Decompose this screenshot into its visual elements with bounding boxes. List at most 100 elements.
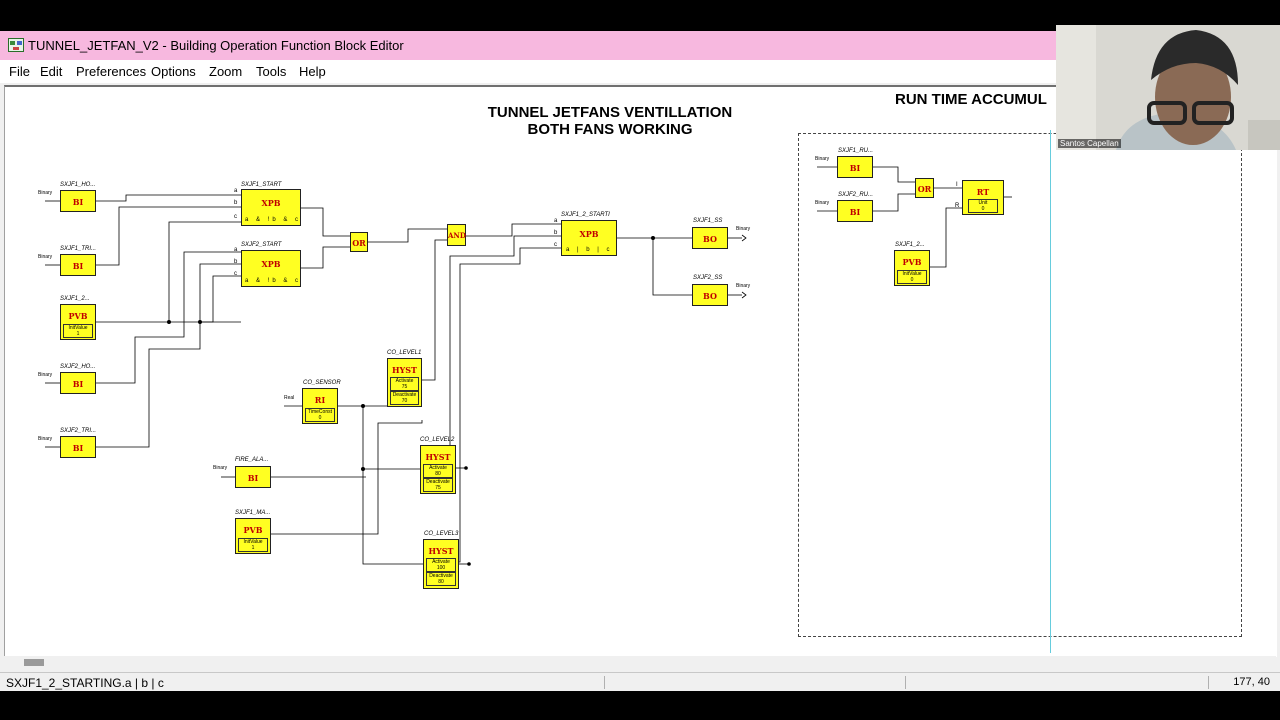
pin-c: c <box>234 214 237 220</box>
function-block-bi[interactable]: BI <box>60 190 96 212</box>
window-title: TUNNEL_JETFAN_V2 - Building Operation Fu… <box>28 38 404 53</box>
input-label: Binary <box>38 190 53 196</box>
scrollbar-thumb[interactable] <box>24 659 44 666</box>
function-block-or[interactable]: OR <box>915 178 934 198</box>
function-block-bi[interactable]: BI <box>60 254 96 276</box>
menu-zoom[interactable]: Zoom <box>209 64 243 79</box>
block-type: RI <box>314 395 326 405</box>
input-label: Binary <box>213 465 228 471</box>
param-label: TimeConst <box>308 409 332 415</box>
menu-tools[interactable]: Tools <box>256 64 287 79</box>
block-type: XPB <box>261 259 281 269</box>
function-block-xpb[interactable]: XPB a | b | c <box>561 220 617 256</box>
param-value: 0 <box>981 206 985 212</box>
block-name-sxjf2-ho: SXJF2_HO... <box>60 364 96 370</box>
menu-preferences[interactable]: Preferences <box>76 64 147 79</box>
status-text: SXJF1_2_STARTING.a | b | c <box>6 676 164 690</box>
param-value: 80 <box>438 579 444 585</box>
page-title-line1: TUNNEL JETFANS VENTILLATION <box>487 104 733 121</box>
runtime-title: RUN TIME ACCUMUL <box>895 91 1047 108</box>
block-expression: a & !b & c <box>245 217 302 223</box>
function-block-bo[interactable]: BO <box>692 227 728 249</box>
param-value: 0 <box>910 277 914 283</box>
param-label: InitValue <box>243 539 263 545</box>
block-type: HYST <box>428 546 454 556</box>
block-name-sxjf1-ss: SXJF1_SS <box>693 218 723 224</box>
pin-i: I <box>956 182 958 188</box>
menu-file[interactable]: File <box>9 64 30 79</box>
menu-options[interactable]: Options <box>151 64 196 79</box>
block-name-co-sensor: CO_SENSOR <box>303 380 341 386</box>
input-label: Binary <box>815 200 830 206</box>
param-value: 1 <box>76 331 80 337</box>
pin-a: a <box>234 188 238 194</box>
block-type: BO <box>703 291 717 301</box>
block-name-sxjf1-2: SXJF1_2... <box>60 296 90 302</box>
diagram-canvas[interactable] <box>4 85 1277 657</box>
output-label: Binary <box>736 283 751 289</box>
block-type: OR <box>917 184 932 194</box>
block-name-sxjf1-ru: SXJF1_RU... <box>838 148 874 154</box>
param-value: 75 <box>435 485 441 491</box>
block-type: BI <box>849 163 861 173</box>
pin-b: b <box>234 200 238 206</box>
function-block-or[interactable]: OR <box>350 232 368 252</box>
param-label: Deactivate <box>429 573 453 579</box>
block-name-fire-ala: FIRE_ALA... <box>235 457 269 463</box>
pin-b: b <box>554 230 558 236</box>
block-name-rt-pvb: SXJF1_2... <box>895 242 925 248</box>
function-block-bi[interactable]: BI <box>837 156 873 178</box>
menu-help[interactable]: Help <box>299 64 326 79</box>
function-block-and[interactable]: AND <box>447 224 466 246</box>
input-label: Binary <box>38 254 53 260</box>
param-label: InitValue <box>902 271 922 277</box>
block-type: PVB <box>68 311 88 321</box>
param-label: Activate <box>432 559 450 565</box>
block-type: AND <box>448 231 466 240</box>
block-expression: a | b | c <box>566 247 613 253</box>
function-block-bo[interactable]: BO <box>692 284 728 306</box>
pin-a: a <box>234 247 238 253</box>
webcam-name-label: Santos Capellan <box>1058 139 1121 148</box>
status-divider <box>905 676 906 689</box>
block-type: HYST <box>392 365 417 375</box>
block-type: XPB <box>261 198 281 208</box>
function-block-bi[interactable]: BI <box>837 200 873 222</box>
presenter-video <box>1056 25 1280 150</box>
param-label: Unit <box>978 200 988 206</box>
function-block-bi[interactable]: BI <box>235 466 271 488</box>
param-value: 70 <box>401 398 408 404</box>
webcam-overlay: Santos Capellan <box>1056 25 1280 150</box>
block-name-sxjf1-tri: SXJF1_TRI... <box>60 246 97 252</box>
app-icon <box>8 38 24 52</box>
function-block-bi[interactable]: BI <box>60 436 96 458</box>
input-label: Binary <box>815 156 830 162</box>
param-value: 100 <box>436 565 446 571</box>
pin-b: b <box>234 259 238 265</box>
param-label: InitValue <box>68 325 88 331</box>
function-block-xpb[interactable]: XPB a & !b & c <box>241 189 301 226</box>
block-name-sxjf1-2-start: SXJF1_2_STARTI <box>561 212 610 218</box>
function-block-bi[interactable]: BI <box>60 372 96 394</box>
runtime-group-frame <box>798 133 1242 637</box>
menu-edit[interactable]: Edit <box>40 64 63 79</box>
page-title: TUNNEL JETFANS VENTILLATION BOTH FANS WO… <box>460 104 760 138</box>
horizontal-scrollbar[interactable] <box>4 656 1276 670</box>
block-type: PVB <box>243 525 263 535</box>
function-block-xpb[interactable]: XPB a & !b & c <box>241 250 301 287</box>
block-name-sxjf2-ru: SXJF2_RU... <box>838 192 874 198</box>
status-bar: SXJF1_2_STARTING.a | b | c 177, 40 <box>0 672 1280 692</box>
block-name-sxjf2-start: SXJF2_START <box>241 242 282 248</box>
input-label: Binary <box>38 436 53 442</box>
